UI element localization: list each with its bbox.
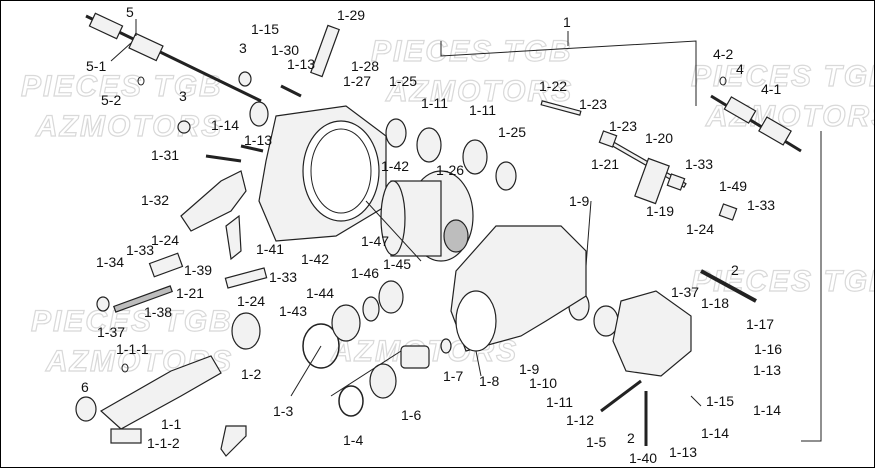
callout-label: 1-23	[579, 96, 607, 112]
callout-label: 3	[239, 40, 247, 56]
callout-label: 1-37	[97, 324, 125, 340]
callout-label: 4-1	[761, 81, 781, 97]
callout-label: 1-1	[161, 416, 181, 432]
callout-label: 2	[627, 430, 635, 446]
callout-label: 1-34	[96, 254, 124, 270]
callout-label: 1-7	[443, 368, 463, 384]
watermark: AZMOTORS	[385, 75, 573, 108]
callout-label: 1-49	[719, 178, 747, 194]
callout-label: 1-18	[701, 295, 729, 311]
callout-label: 1-32	[141, 192, 169, 208]
callout-label: 1-2	[241, 366, 261, 382]
callout-label: 1	[563, 14, 571, 30]
callout-label: 5	[126, 4, 134, 20]
callout-label: 1-27	[343, 73, 371, 89]
callout-label: 5-1	[86, 58, 106, 74]
drive-shaft-4	[710, 94, 802, 153]
callout-label: 1-5	[586, 434, 606, 450]
housing-left	[258, 105, 387, 242]
callout-label: 1-21	[176, 285, 204, 301]
callout-label: 1-11	[421, 95, 448, 111]
callout-label: 1-14	[753, 402, 781, 418]
callout-label: 1-33	[685, 156, 713, 172]
callout-label: 1-15	[706, 393, 734, 409]
callout-label: 1-10	[529, 375, 557, 391]
callout-label: 1-15	[251, 21, 279, 37]
callout-label: 1-26	[436, 162, 464, 178]
callout-label: 1-38	[144, 304, 172, 320]
callout-label: 1-40	[629, 450, 657, 466]
watermark: PIECES TGB	[21, 70, 223, 103]
callout-label: 1-30	[271, 42, 299, 58]
callout-label: 1-42	[381, 158, 409, 174]
callout-label: 1-44	[306, 285, 334, 301]
callout-label: 1-33	[747, 197, 775, 213]
callout-label: 4-2	[713, 46, 733, 62]
watermark: AZMOTORS	[35, 110, 223, 143]
callout-label: 1-25	[389, 73, 417, 89]
watermark: PIECES TGB	[371, 35, 573, 68]
callout-label: 1-14	[211, 117, 239, 133]
callout-label: 1-13	[669, 444, 697, 460]
callout-label: 1-24	[686, 221, 714, 237]
callout-label: 1-13	[287, 56, 315, 72]
callout-label: 1-14	[701, 425, 729, 441]
callout-label: 5-2	[101, 92, 121, 108]
callout-label: 1-42	[301, 251, 329, 267]
callout-label: 1-47	[361, 233, 389, 249]
callout-label: 1-11	[469, 102, 496, 118]
callout-label: 1-43	[279, 303, 307, 319]
callout-label: 1-19	[646, 203, 674, 219]
callout-label: 1-13	[244, 132, 272, 148]
callout-label: 1-12	[566, 412, 594, 428]
leader-lines	[110, 19, 702, 407]
callout-label: 1-28	[351, 58, 379, 74]
callout-label: 1-8	[479, 373, 499, 389]
watermark: PIECES TGB	[31, 305, 233, 338]
callout-label: 1-24	[151, 232, 179, 248]
callout-label: 1-9	[569, 193, 589, 209]
callout-label: 3	[179, 88, 187, 104]
callout-label: 4	[736, 61, 744, 77]
propshaft-1-1	[75, 355, 247, 457]
callout-label: 1-11	[546, 394, 573, 410]
watermark: PIECES TGB	[691, 60, 875, 93]
callout-label: 1-22	[539, 78, 567, 94]
callout-label: 1-29	[337, 7, 365, 23]
callout-label: 1-21	[591, 156, 619, 172]
group-bracket-1	[440, 31, 822, 442]
callout-label: 1-39	[184, 262, 212, 278]
callout-label: 1-37	[671, 284, 699, 300]
ring-gear-assembly	[380, 170, 474, 262]
callout-label: 1-23	[609, 118, 637, 134]
callout-label: 1-1-1	[116, 341, 149, 357]
callout-label: 1-45	[383, 256, 411, 272]
callout-label: 1-33	[126, 242, 154, 258]
callout-label: 1-13	[753, 362, 781, 378]
callout-labels: 5 5-1 5-2 3 3 1-15 1-30 1-29 1-28 1-27 1…	[81, 4, 782, 466]
cover-right	[612, 290, 692, 377]
callout-label: 1-17	[746, 316, 774, 332]
pinion-and-small-parts	[96, 24, 757, 446]
callout-label: 1-33	[269, 269, 297, 285]
callout-label: 1-3	[273, 403, 293, 419]
callout-label: 1-20	[645, 130, 673, 146]
callout-label: 1-41	[256, 241, 284, 257]
callout-label: 1-25	[498, 124, 526, 140]
callout-label: 1-4	[343, 432, 363, 448]
callout-label: 1-9	[519, 361, 539, 377]
callout-label: 6	[81, 379, 89, 395]
callout-label: 1-16	[754, 341, 782, 357]
callout-label: 2	[731, 262, 739, 278]
callout-label: 1-31	[151, 147, 179, 163]
seals-and-bearings	[231, 101, 619, 417]
callout-label: 1-6	[401, 407, 421, 423]
callout-label: 1-24	[237, 293, 265, 309]
callout-label: 1-46	[351, 265, 379, 281]
callout-label: 1-1-2	[147, 435, 180, 451]
drive-shaft-5	[85, 12, 262, 103]
housing-center	[450, 225, 587, 352]
